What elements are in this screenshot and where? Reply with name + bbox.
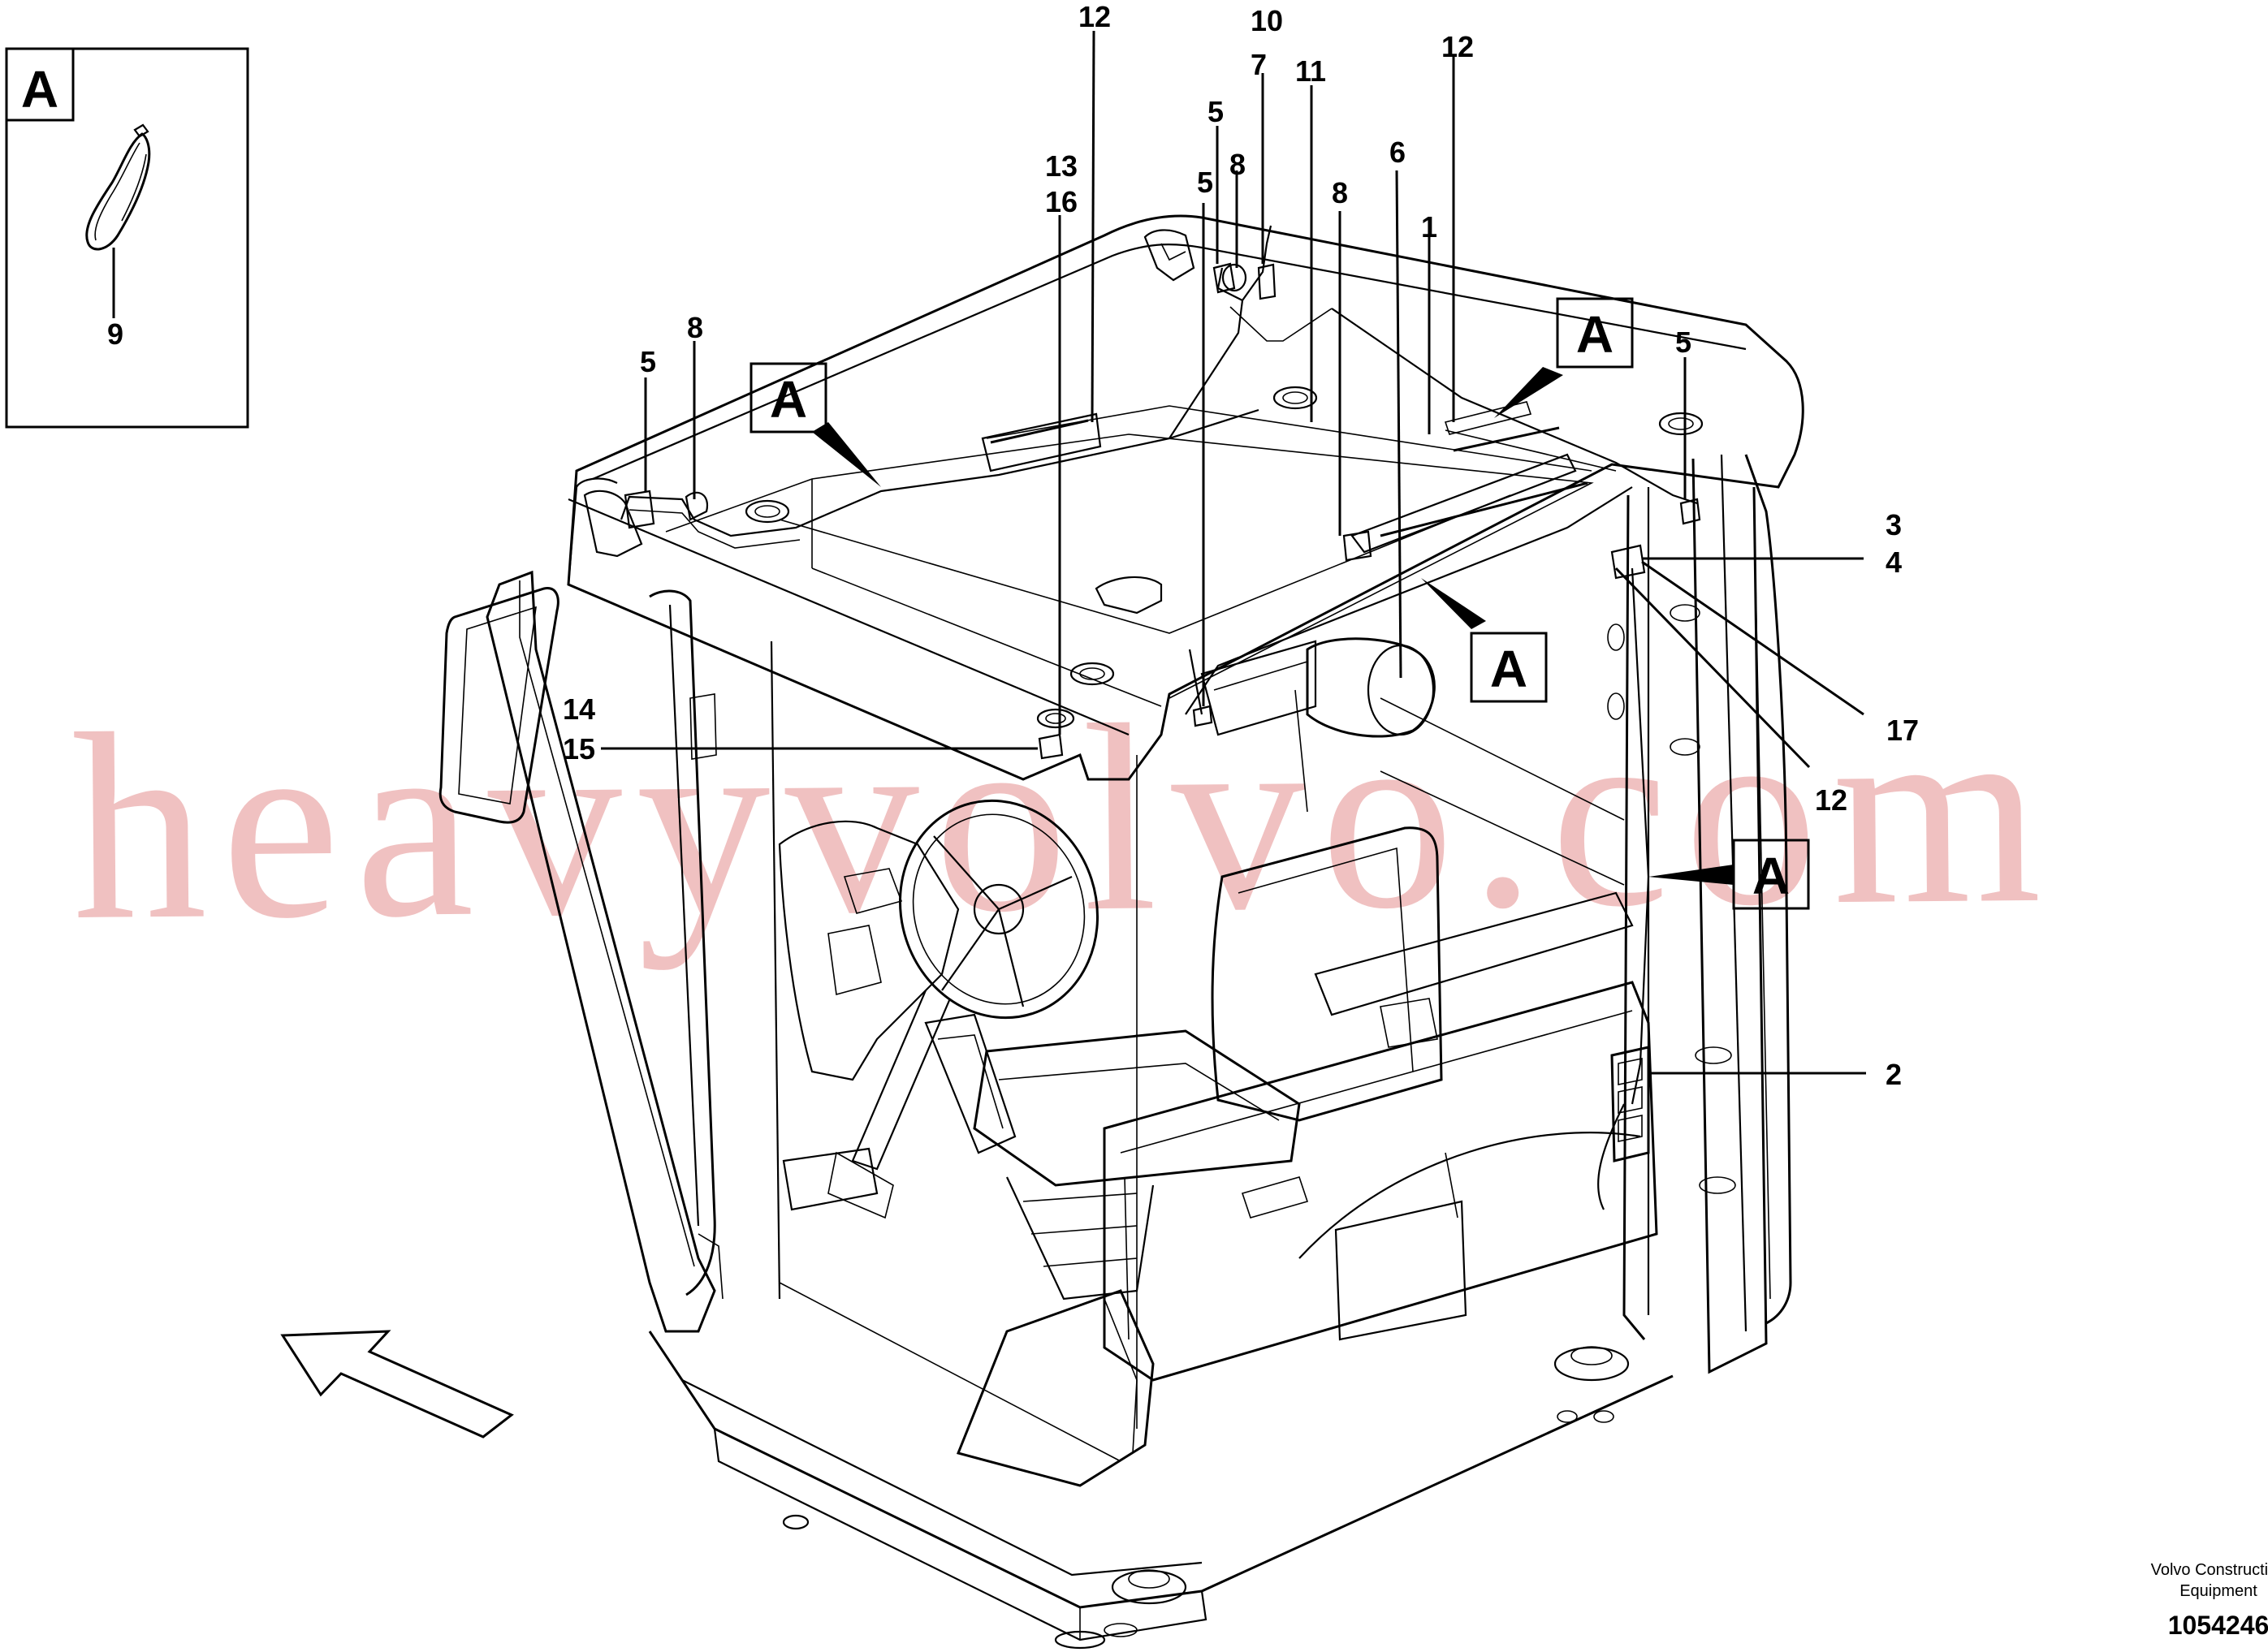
- callout-12-top-right: 12: [1441, 30, 1474, 63]
- callout-11: 11: [1295, 54, 1326, 88]
- callout-2: 2: [1886, 1058, 1902, 1091]
- detail-marker-2-letter: A: [1576, 305, 1614, 364]
- grommet-8-top: [1221, 263, 1247, 292]
- callout-17: 17: [1886, 714, 1919, 747]
- detail-marker-4: A: [1648, 839, 1810, 910]
- relay-3-4: [1610, 544, 1646, 580]
- detail-marker-3: A: [1421, 578, 1548, 703]
- callout-labels: 12 10 7 11 12 5 8 5 13 16 6 8 1 8 5 5 3 …: [563, 0, 1919, 1091]
- connector-5-mid: [1192, 705, 1213, 727]
- callout-5-left: 5: [640, 345, 656, 378]
- detail-marker-1: A: [750, 362, 881, 487]
- leader-lines: [601, 30, 1866, 1075]
- callout-8-right: 8: [1332, 176, 1348, 209]
- callout-4: 4: [1886, 546, 1902, 579]
- callout-5-right: 5: [1675, 326, 1691, 359]
- inset-frame: [5, 47, 249, 429]
- callout-5-mid: 5: [1197, 166, 1213, 199]
- wiring-harness: [620, 225, 1698, 1210]
- callout-5-top: 5: [1207, 95, 1224, 128]
- grommet-8-left: [685, 491, 709, 521]
- cab-interior: [778, 401, 1658, 1487]
- footer-drawing-number: 1054246: [2168, 1611, 2268, 1640]
- switch-panel-2: [1610, 1046, 1650, 1162]
- callout-6: 6: [1389, 136, 1406, 169]
- callout-3: 3: [1886, 508, 1902, 541]
- detail-marker-4-letter: A: [1752, 847, 1790, 905]
- callout-14: 14: [563, 692, 595, 726]
- detail-marker-1-letter: A: [770, 370, 807, 429]
- callout-10: 10: [1251, 4, 1283, 37]
- callout-13: 13: [1045, 149, 1078, 183]
- callout-12-top: 12: [1078, 0, 1111, 33]
- callout-1: 1: [1421, 210, 1437, 244]
- inset-letter: A: [21, 60, 58, 119]
- callout-8-left: 8: [687, 311, 703, 344]
- connector-14-15: [1038, 733, 1064, 760]
- connector-5-right: [1679, 498, 1701, 525]
- callout-7: 7: [1251, 48, 1267, 81]
- connector-7: [1257, 263, 1277, 300]
- detail-marker-3-letter: A: [1490, 640, 1527, 698]
- detail-marker-2: A: [1494, 297, 1634, 418]
- callout-8-top: 8: [1229, 148, 1246, 181]
- callout-16: 16: [1045, 185, 1078, 218]
- callout-15: 15: [563, 732, 595, 766]
- connector-5-top: [1212, 262, 1236, 294]
- grommet-8-right: [1342, 530, 1372, 562]
- watermark-text: heavyvolvo.com: [71, 662, 2056, 976]
- direction-arrow-icon: [280, 1330, 514, 1438]
- footer-company: Volvo Construction: [2151, 1561, 2268, 1579]
- cab-structure: [438, 214, 1804, 1650]
- connector-5-left: [624, 490, 655, 529]
- inset-detail-a: A 9: [5, 47, 249, 429]
- callout-9: 9: [107, 317, 123, 351]
- footer-company-line2: Equipment: [2179, 1582, 2257, 1600]
- parts: [624, 262, 1701, 1162]
- cable-tie-icon: [85, 123, 151, 251]
- callout-12-lower: 12: [1815, 783, 1847, 817]
- inset-letter-box: [5, 47, 75, 122]
- footer: Volvo Construction Equipment 1054246: [2151, 1561, 2268, 1640]
